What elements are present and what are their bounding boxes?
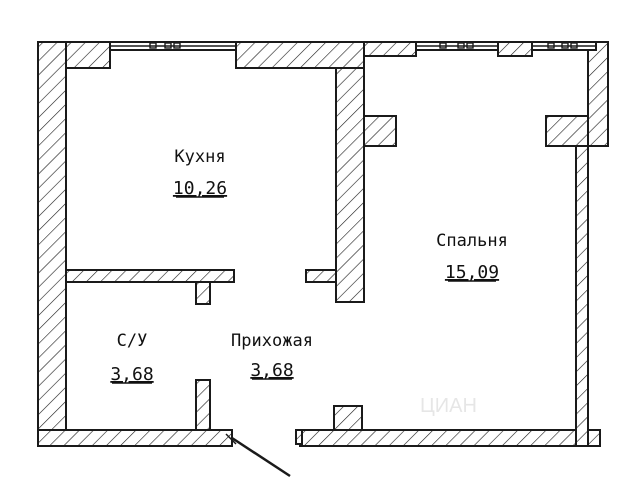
outer-walls: [37, 41, 609, 447]
hallway-name: Прихожая: [231, 331, 313, 351]
entrance-door: [225, 433, 291, 478]
bathroom-name: С/У: [117, 331, 148, 351]
hallway-area: 3,68: [250, 360, 293, 381]
bedroom-area: 15,09: [445, 262, 499, 283]
inner-walls: [65, 67, 589, 445]
kitchen-area: 10,26: [173, 178, 227, 199]
bedroom-name: Спальня: [436, 231, 508, 251]
watermark: ЦИАН: [420, 395, 477, 417]
kitchen-name: Кухня: [174, 147, 225, 167]
bathroom-area: 3,68: [110, 364, 153, 385]
windows: [109, 41, 597, 51]
